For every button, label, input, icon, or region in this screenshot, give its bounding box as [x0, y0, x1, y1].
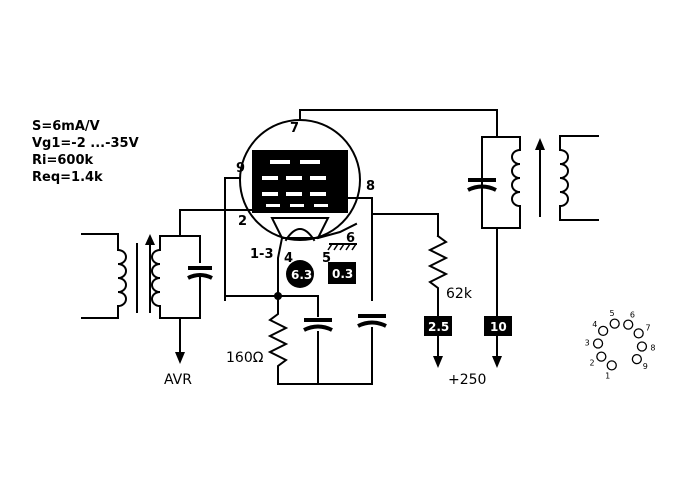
cathode-bypass-wire — [277, 295, 319, 317]
socket-pin-label-6: 6 — [630, 310, 635, 319]
screen-bypass-capacitor — [357, 314, 387, 385]
screen-current-text: 2.5 — [428, 320, 449, 334]
anode-supply-arrow — [492, 356, 502, 368]
grid-wire — [179, 209, 237, 237]
socket-pin-label-8: 8 — [650, 343, 655, 352]
heater-current-badge: 0.3 — [328, 262, 356, 284]
pin-7-label: 7 — [290, 121, 299, 136]
heater-voltage-text: 6.3 — [291, 268, 312, 282]
socket-pin-7 — [633, 328, 644, 339]
anode-current-text: 10 — [490, 320, 507, 334]
anode-wire — [299, 109, 498, 138]
socket-pin-label-7: 7 — [645, 324, 650, 333]
spec-grid-voltage: Vg1=-2 ...-35V — [32, 136, 139, 151]
socket-pin-5 — [609, 318, 620, 329]
socket-pin-label-3: 3 — [585, 339, 590, 348]
supply-voltage-label: +250 — [448, 372, 486, 388]
socket-pin-3 — [592, 338, 604, 349]
pin-8-label: 8 — [366, 179, 375, 194]
pin-4-label: 4 — [284, 251, 293, 266]
avr-label: AVR — [164, 372, 192, 388]
pin-5-label: 5 — [322, 251, 331, 266]
socket-pin-1 — [606, 360, 617, 371]
input-transformer — [81, 233, 201, 319]
cathode-bypass-capacitor — [303, 318, 333, 385]
suppressor-wire — [224, 177, 241, 301]
socket-pin-9 — [631, 353, 643, 365]
socket-pin-label-1: 1 — [605, 372, 610, 381]
socket-pin-label-4: 4 — [592, 320, 597, 329]
socket-pin-4 — [597, 325, 609, 337]
anode-current-badge: 10 — [484, 316, 512, 336]
cathode-resistor-label: 160Ω — [226, 350, 264, 366]
heater-voltage-badge: 6.3 — [286, 260, 314, 288]
noval-socket-pinout: 1 2 3 4 5 6 7 8 9 — [585, 309, 656, 381]
tube-specifications: S=6mA/V Vg1=-2 ...-35V Ri=600k Req=1.4k — [32, 119, 139, 185]
pin-2-label: 2 — [238, 214, 247, 229]
ground-symbol — [316, 222, 358, 251]
screen-current-badge: 2.5 — [424, 316, 452, 336]
socket-pin-label-9: 9 — [643, 362, 648, 371]
screen-resistor-label: 62k — [446, 286, 473, 302]
screen-supply-arrow — [433, 356, 443, 368]
cathode-wire — [277, 236, 284, 297]
pentode-tube — [239, 119, 361, 242]
socket-pin-label-5: 5 — [610, 309, 615, 318]
output-transformer — [481, 135, 599, 229]
spec-internal-resistance: Ri=600k — [32, 153, 93, 168]
spec-equivalent-resistance: Req=1.4k — [32, 170, 103, 185]
input-tuning-capacitor — [187, 266, 213, 280]
avr-line: AVR — [164, 317, 192, 388]
spec-transconductance: S=6mA/V — [32, 119, 100, 134]
screen-resistor: 62k — [427, 234, 473, 317]
cathode-resistor: 160Ω — [226, 295, 289, 385]
socket-pin-8 — [636, 341, 648, 352]
heater-current-text: 0.3 — [332, 267, 353, 281]
output-tuning-capacitor — [467, 178, 497, 192]
socket-pin-2 — [596, 351, 607, 362]
screen-grid-wire — [347, 197, 373, 301]
socket-pin-6 — [623, 319, 634, 330]
pin-6-label: 6 — [346, 231, 355, 246]
socket-pin-label-2: 2 — [590, 358, 595, 367]
pin-9-label: 9 — [236, 161, 245, 176]
pin-1-3-label: 1-3 — [250, 247, 274, 262]
screen-feed-wire — [371, 213, 439, 237]
